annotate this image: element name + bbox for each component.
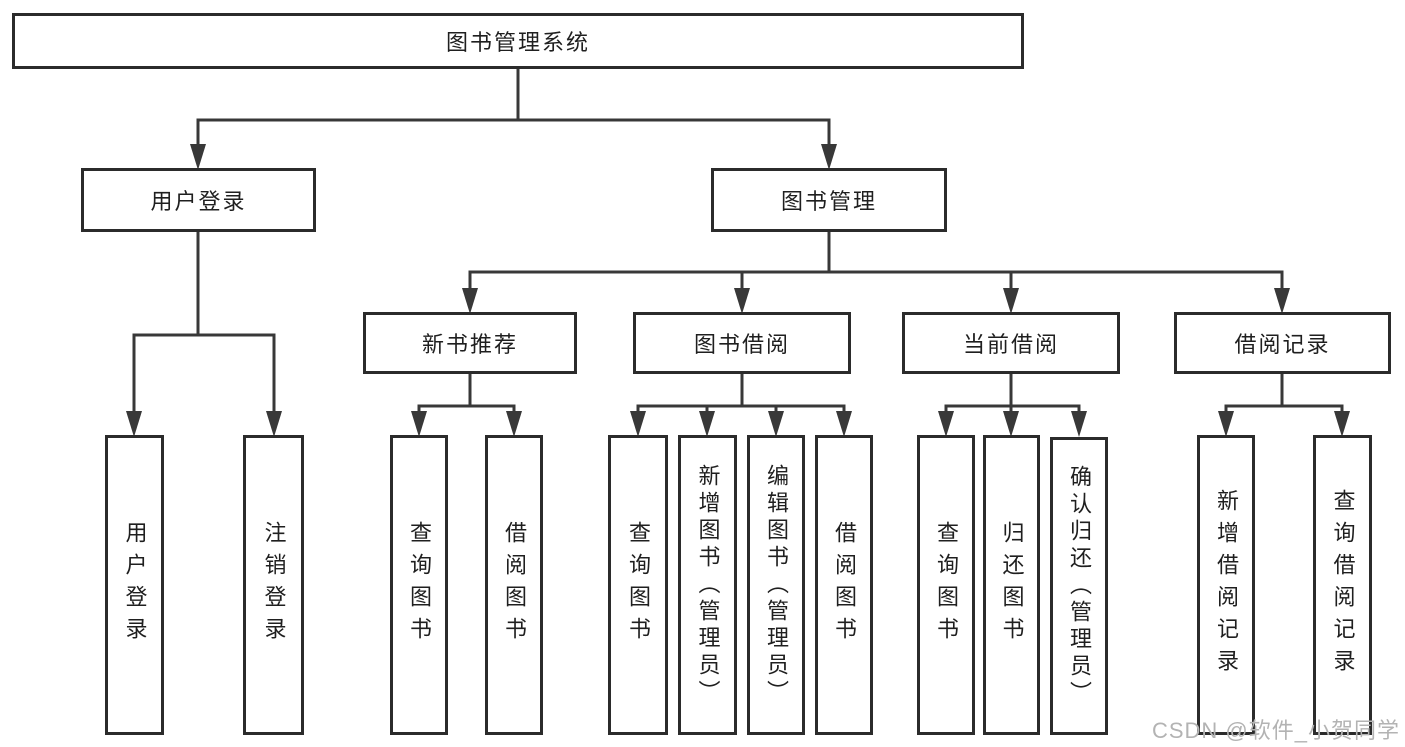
node-current-borrowing: 当前借阅 [902, 312, 1120, 374]
node-label: 图书管理 [780, 189, 877, 214]
node-leaf-query-book-current: 查询图书 [917, 435, 975, 735]
node-new-book-recommend: 新书推荐 [363, 312, 577, 374]
node-leaf-add-borrow-record: 新增借阅记录 [1197, 435, 1255, 735]
node-leaf-query-borrow-record: 查询借阅记录 [1313, 435, 1372, 735]
node-leaf-edit-book-admin: 编辑图书（管理员） [747, 435, 805, 735]
node-leaf-query-book-borrow: 查询图书 [608, 435, 668, 735]
node-label: 新增图书（管理员） [695, 463, 721, 707]
node-label: 借阅图书 [832, 521, 857, 649]
csdn-watermark: CSDN @软件_小贺同学 [1151, 718, 1400, 743]
node-label: 图书管理系统 [445, 30, 590, 55]
node-label: 新增借阅记录 [1214, 489, 1239, 681]
node-label: 查询借阅记录 [1330, 489, 1356, 681]
node-label: 新书推荐 [421, 332, 518, 357]
node-leaf-return-book: 归还图书 [983, 435, 1040, 735]
node-label: 查询图书 [407, 521, 432, 649]
node-leaf-confirm-return: 确认归还（管理员） [1050, 437, 1108, 735]
node-label: 当前借阅 [962, 332, 1059, 357]
node-book-borrowing: 图书借阅 [633, 312, 851, 374]
node-label: 查询图书 [626, 521, 651, 649]
node-label: 图书借阅 [693, 332, 790, 357]
node-label: 注销登录 [261, 521, 287, 649]
node-label: 查询图书 [934, 521, 959, 649]
node-leaf-query-book-rec: 查询图书 [390, 435, 448, 735]
node-label: 借阅记录 [1234, 332, 1331, 357]
node-label: 借阅图书 [502, 521, 527, 649]
node-borrowing-records: 借阅记录 [1174, 312, 1391, 374]
node-leaf-logout: 注销登录 [243, 435, 304, 735]
node-user-login: 用户登录 [81, 168, 316, 232]
node-label: 确认归还（管理员） [1067, 464, 1092, 708]
node-leaf-borrow-book-rec: 借阅图书 [485, 435, 543, 735]
node-leaf-user-login: 用户登录 [105, 435, 164, 735]
node-label: 用户登录 [150, 189, 247, 214]
node-label: 归还图书 [999, 521, 1025, 649]
node-leaf-add-book-admin: 新增图书（管理员） [678, 435, 737, 735]
node-root: 图书管理系统 [12, 13, 1024, 69]
node-book-management: 图书管理 [711, 168, 947, 232]
node-leaf-borrow-book: 借阅图书 [815, 435, 873, 735]
node-label: 用户登录 [122, 521, 148, 649]
node-label: 编辑图书（管理员） [764, 463, 789, 707]
